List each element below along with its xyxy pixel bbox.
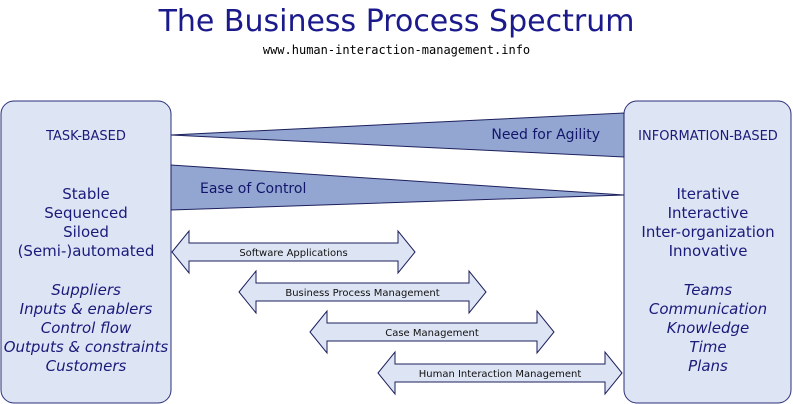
right-trait: Inter-organization (641, 223, 774, 241)
left-trait: Siloed (63, 223, 109, 241)
task-based-box (0, 100, 172, 404)
left-element: Control flow (41, 319, 132, 337)
source-url: www.human-interaction-management.info (262, 43, 531, 57)
right-element: Time (689, 338, 726, 356)
left-element: Suppliers (51, 281, 121, 299)
agility-label: Need for Agility (491, 127, 600, 143)
arrow-label: Case Management (385, 328, 479, 339)
diagram-title: The Business Process Spectrum (158, 4, 635, 39)
agility-wedge (170, 112, 625, 158)
left-element: Outputs & constraints (4, 338, 169, 356)
left-element: Inputs & enablers (20, 300, 153, 318)
right-trait: Innovative (669, 242, 748, 260)
control-wedge (170, 164, 625, 211)
control-label: Ease of Control (200, 181, 306, 197)
right-element: Knowledge (667, 319, 749, 337)
information-based-heading: INFORMATION-BASED (638, 129, 778, 144)
information-based-box (623, 100, 792, 404)
left-trait: Sequenced (44, 204, 128, 222)
spectrum-arrow (377, 350, 623, 396)
right-trait: Iterative (676, 185, 739, 203)
arrow-label: Business Process Management (285, 288, 439, 299)
arrow-label: Human Interaction Management (419, 369, 582, 380)
left-trait: (Semi-)automated (18, 242, 155, 260)
right-element: Teams (684, 281, 732, 299)
arrow-label: Software Applications (239, 248, 347, 259)
spectrum-arrow (171, 229, 416, 275)
right-element: Communication (649, 300, 767, 318)
spectrum-arrow (309, 309, 555, 355)
left-trait: Stable (62, 185, 110, 203)
spectrum-arrow (238, 269, 487, 315)
right-trait: Interactive (668, 204, 749, 222)
task-based-heading: TASK-BASED (45, 129, 126, 144)
right-element: Plans (688, 357, 728, 375)
left-element: Customers (46, 357, 127, 375)
